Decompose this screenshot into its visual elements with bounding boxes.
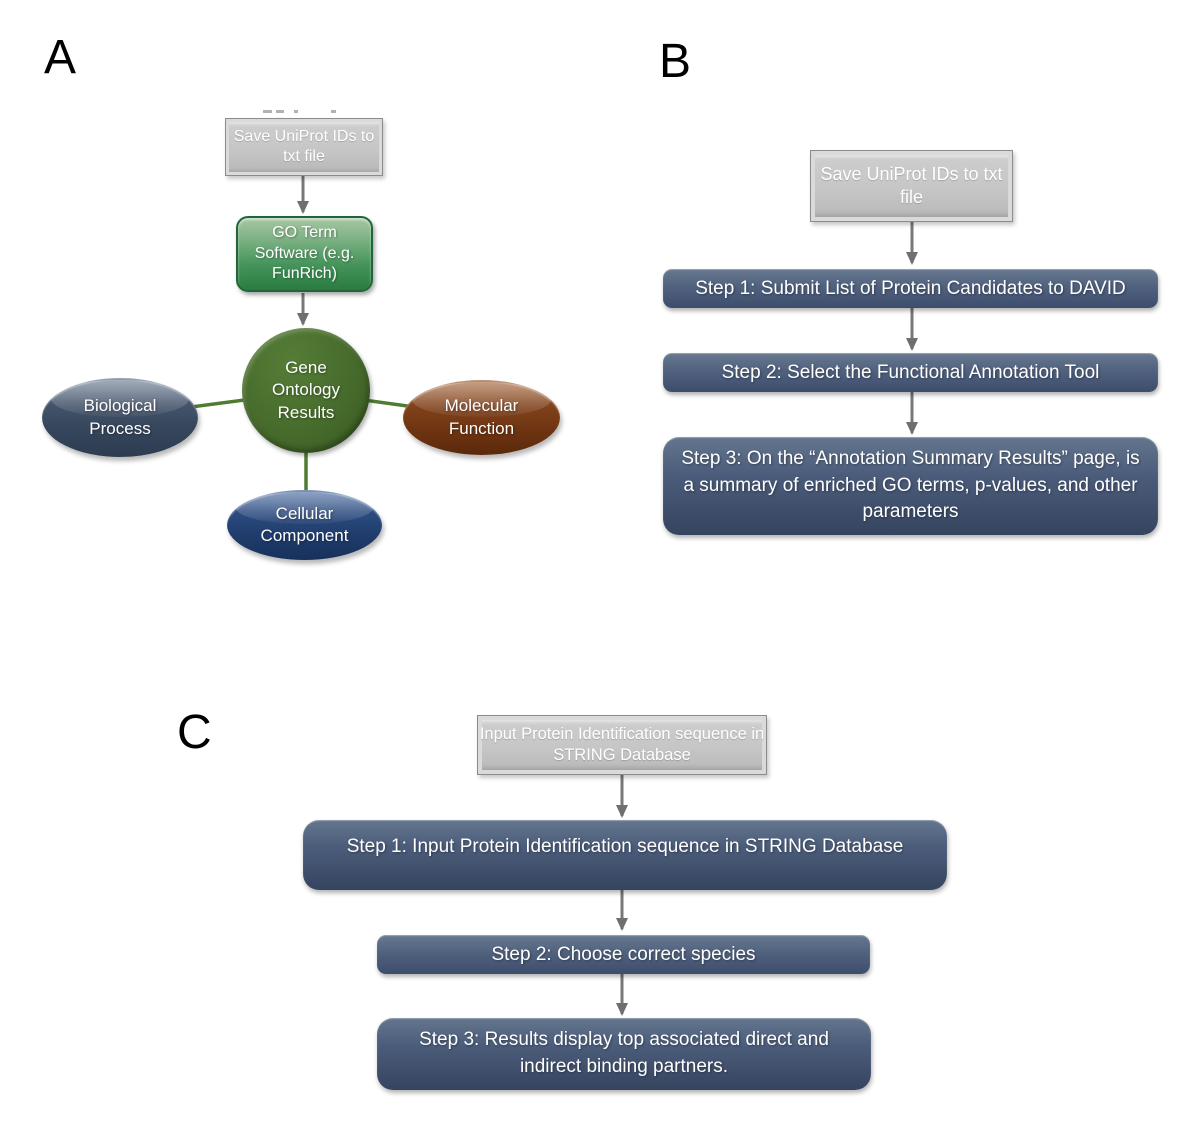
c-source-box-label: Input Protein Identification sequence in… <box>479 724 765 764</box>
clipped-text-fragment <box>263 110 343 114</box>
a-molecular-function-label: Molecular Function <box>444 396 519 438</box>
c-step3-label: Step 3: Results display top associated d… <box>419 1029 829 1077</box>
a-biological-process-label: Biological Process <box>83 396 157 438</box>
b-step1-label: Step 1: Submit List of Protein Candidate… <box>695 277 1126 299</box>
a-go-term-software-label: GO Term Software (e.g. FunRich) <box>254 223 355 283</box>
b-step3-label: Step 3: On the “Annotation Summary Resul… <box>681 448 1140 523</box>
panel-b-label: B <box>659 35 692 88</box>
c-step1-label: Step 1: Input Protein Identification seq… <box>346 836 904 857</box>
b-source-box: Save UniProt IDs to txt file <box>810 150 1013 222</box>
a-cellular-component-ellipse: Cellular Component <box>227 490 382 560</box>
a-go-term-software-box: GO Term Software (e.g. FunRich) <box>236 216 373 292</box>
a-source-box-label: Save UniProt IDs to txt file <box>233 128 375 165</box>
c-step1-box: Step 1: Input Protein Identification seq… <box>303 820 947 890</box>
a-gene-ontology-results-circle: Gene Ontology Results <box>242 328 370 453</box>
b-step3-box: Step 3: On the “Annotation Summary Resul… <box>663 437 1158 535</box>
c-step3-box: Step 3: Results display top associated d… <box>377 1018 871 1090</box>
b-source-box-label: Save UniProt IDs to txt file <box>820 163 1003 207</box>
panel-c-label: C <box>177 706 212 759</box>
b-step1-bar: Step 1: Submit List of Protein Candidate… <box>663 269 1158 308</box>
a-source-box: Save UniProt IDs to txt file <box>225 118 383 176</box>
panel-a-label: A <box>44 31 77 84</box>
a-cellular-component-label: Cellular Component <box>260 503 349 545</box>
c-step2-label: Step 2: Choose correct species <box>491 943 756 965</box>
c-source-box: Input Protein Identification sequence in… <box>477 715 767 775</box>
c-step2-bar: Step 2: Choose correct species <box>377 935 870 974</box>
b-step2-bar: Step 2: Select the Functional Annotation… <box>663 353 1158 392</box>
a-gene-ontology-results-label: Gene Ontology Results <box>271 358 341 422</box>
a-biological-process-ellipse: Biological Process <box>42 378 198 457</box>
b-step2-label: Step 2: Select the Functional Annotation… <box>721 361 1100 383</box>
a-molecular-function-ellipse: Molecular Function <box>403 380 560 455</box>
